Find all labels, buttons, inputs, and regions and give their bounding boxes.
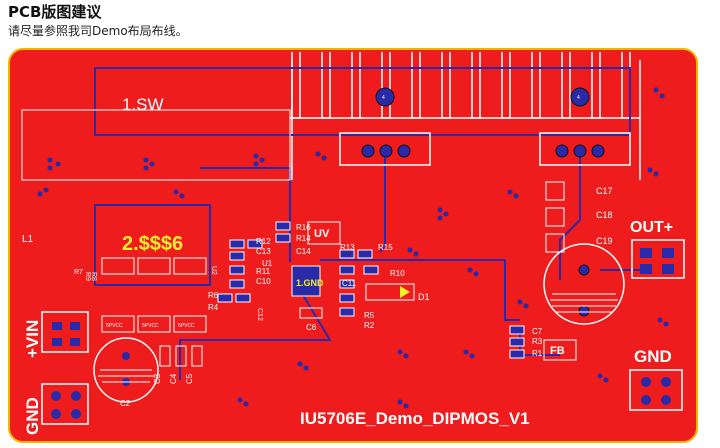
ic-pin-label: 1.GND	[296, 278, 324, 288]
r3-label: R3	[532, 337, 543, 346]
r2-label: R2	[364, 321, 375, 330]
vin-connector	[41, 311, 89, 353]
r15-label: R15	[378, 243, 393, 252]
c19-label: C19	[596, 236, 613, 246]
c3-label: C3	[153, 373, 162, 384]
r10-label: R10	[390, 269, 405, 278]
u2-label: U2	[210, 266, 217, 275]
out-plus-connector	[631, 239, 685, 279]
r14-label: R14	[296, 234, 311, 243]
board-name: IU5706E_Demo_DIPMOS_V1	[300, 409, 530, 428]
l1-label: L1	[22, 234, 34, 245]
c14-label: C14	[296, 247, 311, 256]
controller-ic-u1	[291, 265, 321, 297]
r5-label: R5	[364, 311, 375, 320]
gnd-right-connector	[629, 369, 683, 411]
gnd-left-connector	[41, 383, 89, 425]
c12-label: C12	[256, 308, 263, 321]
mos-pad-label-2: 4	[577, 95, 580, 101]
u1-label: U1	[262, 259, 273, 268]
heatsink-fins	[290, 52, 641, 180]
vcc-pad-3: 5PVCC	[178, 323, 195, 329]
r13-label: R13	[340, 243, 355, 252]
r9-label: R9	[84, 272, 91, 281]
c6-footprint	[299, 307, 323, 319]
r1-label: R1	[532, 349, 543, 358]
c17-label: C17	[596, 186, 613, 196]
uv-label-box	[307, 221, 341, 245]
c4-label: C4	[169, 373, 178, 384]
r16-label: R16	[296, 223, 311, 232]
d1-footprint	[365, 283, 415, 301]
page-subtitle: 请尽量参照我司Demo布局布线。	[8, 24, 188, 38]
r6-label: R6	[208, 291, 219, 300]
input-electrolytic-cap	[93, 337, 159, 403]
mosfet-q2	[539, 87, 631, 166]
ground-vias	[37, 87, 669, 409]
sw-net-outline	[21, 109, 291, 181]
r12-label: R12	[256, 237, 271, 246]
r8-label: R8	[90, 272, 97, 281]
c13-label: C13	[256, 247, 271, 256]
r4-label: R4	[208, 303, 219, 312]
c2-label: C2	[120, 399, 131, 408]
vin-plus-label: +VIN	[23, 320, 42, 358]
d1-label: D1	[418, 292, 430, 302]
c11-label: C11	[342, 279, 357, 288]
mosfet-q1	[339, 87, 431, 166]
c10-label: C10	[256, 277, 271, 286]
sgnd-label: 2.$$$6	[122, 233, 183, 255]
c5-label: C5	[185, 373, 194, 384]
input-ceramic-caps	[101, 257, 207, 333]
pcb-layout-figure: 4 4 1.SW 2.$$$6 L1 C17 C18 C19 OUT+ GND …	[0, 40, 720, 448]
gnd-left-label: GND	[23, 397, 42, 435]
c7-label: C7	[532, 327, 543, 336]
small-footprints	[217, 221, 525, 359]
out-plus-label: OUT+	[630, 219, 673, 236]
gnd-right-label: GND	[634, 347, 672, 366]
output-capacitors	[545, 181, 565, 253]
fb-label-box	[543, 339, 577, 361]
page-title: PCB版图建议	[8, 3, 102, 21]
r11-label: R11	[256, 267, 271, 276]
sw-label: 1.SW	[122, 95, 164, 114]
vcc-pad-2: 5PVCC	[142, 323, 159, 329]
fb-label: FB	[550, 345, 565, 357]
c18-label: C18	[596, 210, 613, 220]
vcc-pad-1: 5PVCC	[106, 323, 123, 329]
output-electrolytic-cap	[543, 243, 625, 325]
r7-label: R7	[74, 269, 83, 276]
mos-pad-label-1: 4	[382, 95, 385, 101]
uv-label: UV	[314, 228, 330, 240]
c6-label: C6	[306, 323, 317, 332]
